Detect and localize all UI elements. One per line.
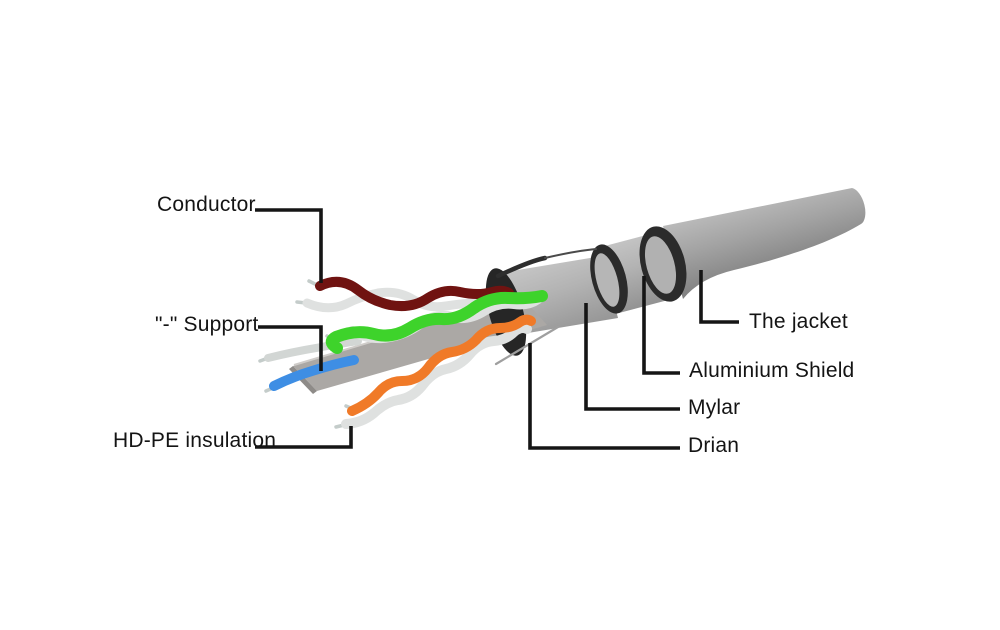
jacket-layer bbox=[639, 188, 866, 302]
leader-support bbox=[258, 325, 323, 371]
leader-drain bbox=[528, 343, 680, 450]
label-the-jacket: The jacket bbox=[749, 310, 848, 334]
label-aluminium-shield: Aluminium Shield bbox=[689, 359, 855, 383]
label-support: "-" Support bbox=[155, 313, 259, 337]
leader-jacket bbox=[699, 270, 739, 324]
label-hd-pe-insulation: HD-PE insulation bbox=[113, 429, 277, 453]
label-mylar: Mylar bbox=[688, 396, 741, 420]
leader-mylar bbox=[584, 303, 680, 411]
leader-lines bbox=[255, 208, 739, 450]
twisted-pair-green bbox=[325, 290, 548, 354]
leader-conductor bbox=[255, 208, 323, 283]
blue-wire-group bbox=[258, 337, 362, 393]
twisted-pair-orange bbox=[334, 314, 536, 429]
blue-wire bbox=[269, 355, 359, 391]
label-drain: Drian bbox=[688, 434, 740, 458]
leader-hd-pe bbox=[255, 426, 353, 449]
twisted-pairs bbox=[258, 276, 548, 429]
label-conductor: Conductor bbox=[157, 193, 256, 217]
drain-wire bbox=[494, 325, 560, 366]
leader-aluminium-shield bbox=[642, 276, 680, 375]
mylar-top-edge-shadow bbox=[495, 255, 548, 279]
